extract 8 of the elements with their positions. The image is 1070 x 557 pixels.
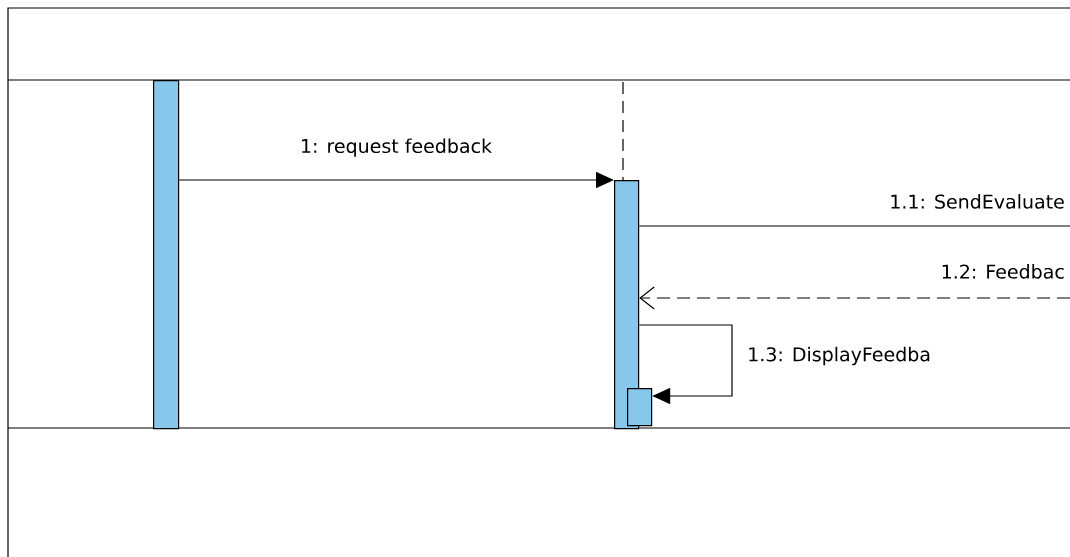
message-arrow <box>638 324 733 405</box>
edge-label: 1.1: SendEvaluate <box>891 194 1064 209</box>
activation-bar <box>153 80 180 430</box>
edge-label: 1.2: Feedbac <box>942 264 1064 279</box>
message-arrow <box>639 286 1070 310</box>
edge-label: 1.3: DisplayFeedba <box>749 346 930 366</box>
edge-label: 1: request feedback <box>302 138 492 157</box>
activation-bar <box>627 388 653 427</box>
